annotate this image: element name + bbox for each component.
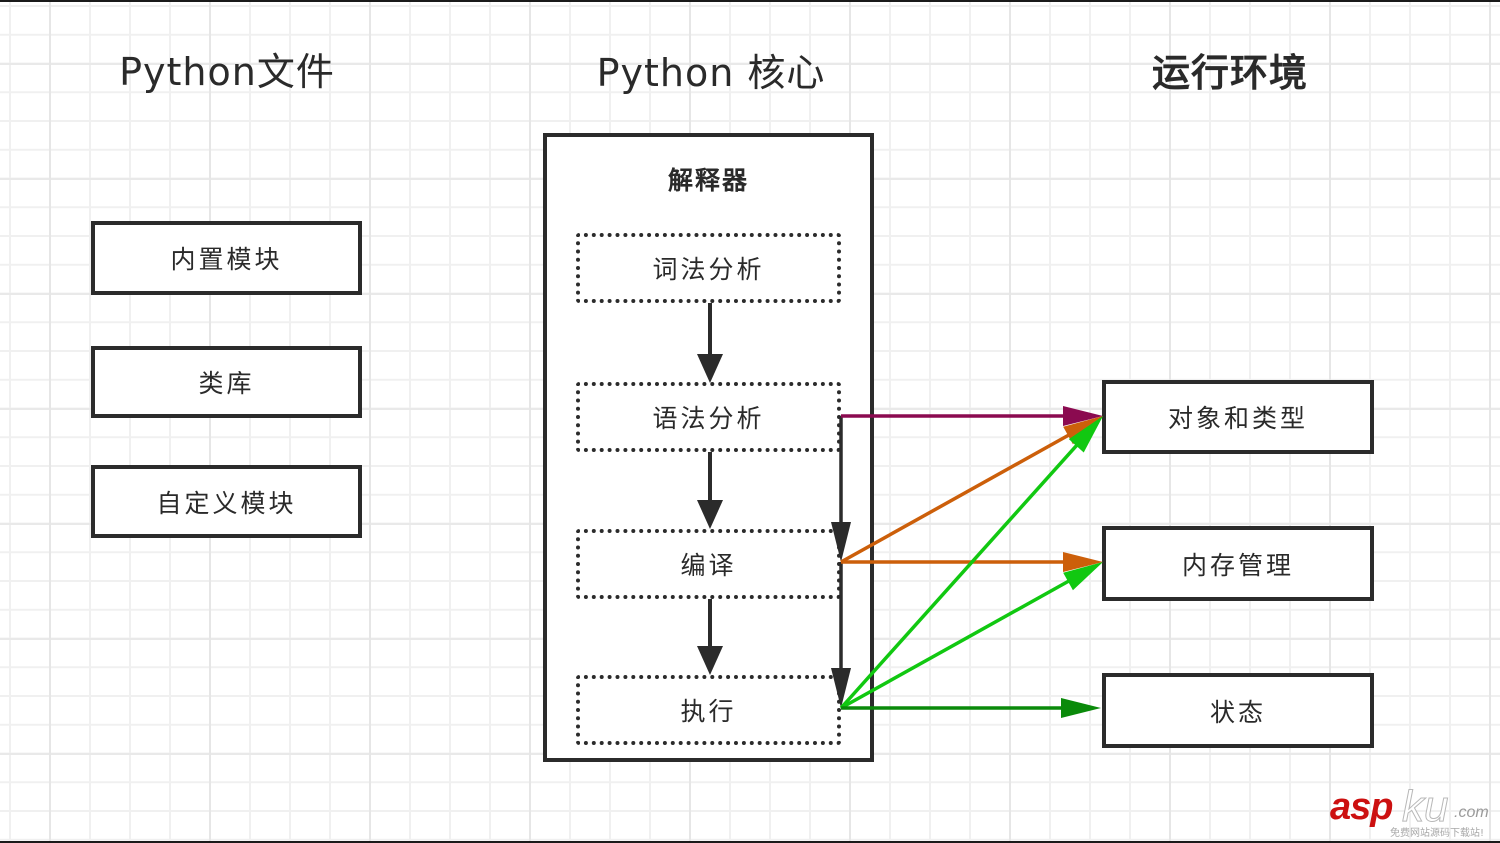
top-border [0, 0, 1500, 2]
stage-lexical-analysis[interactable]: 词法分析 [576, 233, 841, 303]
watermark-brand-a: asp [1330, 786, 1393, 828]
builtin-modules-label: 内置模块 [170, 245, 283, 274]
watermark-logo: asp ku .com 免费网站源码下载站! [1330, 782, 1500, 841]
stage-syntax-analysis[interactable]: 语法分析 [576, 382, 841, 452]
interpreter-label: 解释器 [667, 166, 749, 195]
runtime-env-title: 运行环境 [1151, 51, 1309, 95]
stage-compile-label: 编译 [680, 551, 737, 580]
watermark-slogan: 免费网站源码下载站! [1390, 828, 1485, 839]
objects-types-box[interactable]: 对象和类型 [1102, 380, 1374, 454]
stage-compile[interactable]: 编译 [576, 529, 841, 599]
memory-management-box[interactable]: 内存管理 [1102, 526, 1374, 601]
class-library-label: 类库 [198, 369, 255, 398]
state-box[interactable]: 状态 [1102, 673, 1374, 748]
custom-modules-box[interactable]: 自定义模块 [91, 465, 362, 538]
stage-execute-label: 执行 [680, 697, 737, 726]
stage-execute[interactable]: 执行 [576, 675, 841, 745]
stage-syntax-analysis-label: 语法分析 [652, 404, 765, 433]
stage-lexical-analysis-label: 词法分析 [652, 255, 765, 284]
watermark-suffix: .com [1454, 804, 1489, 821]
custom-modules-label: 自定义模块 [156, 488, 297, 518]
python-core-title: Python 核心 [596, 51, 826, 95]
bottom-border [0, 841, 1500, 843]
watermark-brand-b: ku [1401, 782, 1449, 832]
builtin-modules-box[interactable]: 内置模块 [91, 221, 362, 295]
objects-types-label: 对象和类型 [1167, 404, 1308, 433]
memory-management-label: 内存管理 [1181, 550, 1294, 580]
class-library-box[interactable]: 类库 [91, 346, 362, 418]
python-files-title: Python文件 [119, 50, 335, 94]
state-label: 状态 [1209, 697, 1266, 727]
